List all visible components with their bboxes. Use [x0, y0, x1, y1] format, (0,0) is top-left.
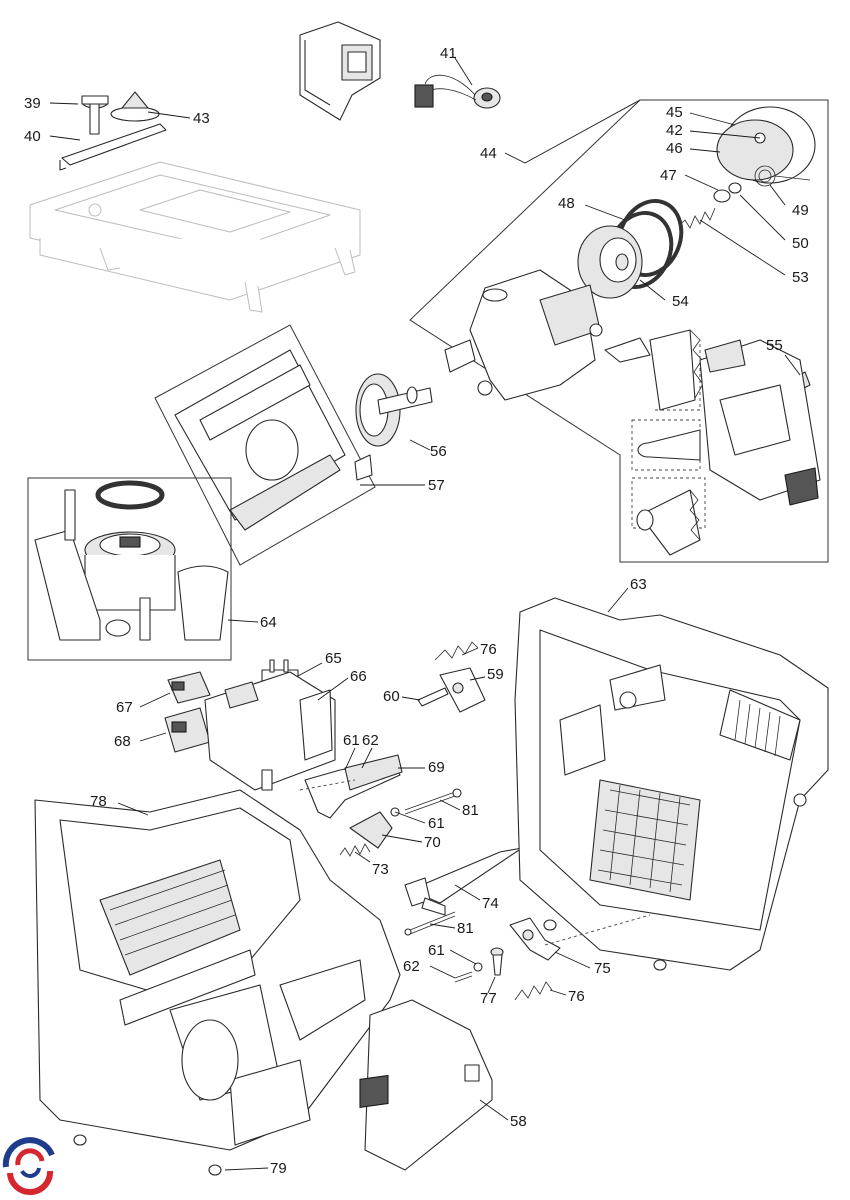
callout-70: 70 — [424, 834, 441, 851]
callout-43: 43 — [193, 110, 210, 127]
part-41-solenoid — [414, 74, 501, 109]
part-56-gear-wheel — [355, 373, 433, 447]
callout-41: 41 — [440, 45, 457, 62]
callout-61-lower: 61 — [428, 942, 445, 959]
callout-67: 67 — [116, 699, 133, 716]
callout-46: 46 — [666, 140, 683, 157]
part-54-piston — [577, 225, 643, 299]
callout-40: 40 — [24, 128, 41, 145]
callout-65: 65 — [325, 650, 342, 667]
callout-76-upper: 76 — [480, 641, 497, 658]
part-63-main-frame — [514, 597, 829, 971]
brand-swirl-logo — [2, 1137, 55, 1196]
callout-78: 78 — [90, 793, 107, 810]
callout-61-middle: 61 — [428, 815, 445, 832]
part-gear-lever — [604, 329, 704, 411]
part-gear-lower — [631, 477, 706, 556]
callout-55: 55 — [766, 337, 783, 354]
callout-49: 49 — [792, 202, 809, 219]
callout-79: 79 — [270, 1160, 287, 1177]
callout-labels: 39 40 41 43 44 45 42 46 47 48 49 50 53 5… — [24, 45, 809, 1177]
callout-50: 50 — [792, 235, 809, 252]
callout-56: 56 — [430, 443, 447, 460]
part-74-slide-plate — [404, 847, 523, 916]
callout-45: 45 — [666, 104, 683, 121]
callout-68: 68 — [114, 733, 131, 750]
box-57-outline — [154, 324, 376, 566]
part-small-bushings — [73, 919, 667, 1176]
callout-53: 53 — [792, 269, 809, 286]
part-81-long-screw-lower — [404, 911, 456, 936]
callout-62-upper: 62 — [362, 732, 379, 749]
part-43-cone-cap — [110, 91, 160, 122]
part-brew-cylinder — [444, 269, 603, 401]
callout-44: 44 — [480, 145, 497, 162]
part-66-switch-housing — [204, 671, 336, 791]
callout-48: 48 — [558, 195, 575, 212]
callout-62-lower: 62 — [403, 958, 420, 975]
part-81-long-screw-upper — [390, 788, 462, 817]
part-64-grinder — [34, 480, 229, 641]
callout-58: 58 — [510, 1113, 527, 1130]
part-70-cap — [349, 811, 393, 849]
part-67-switch — [167, 671, 211, 704]
callout-39: 39 — [24, 95, 41, 112]
callout-66: 66 — [350, 668, 367, 685]
callout-42: 42 — [666, 122, 683, 139]
leader-lines — [49, 57, 801, 1171]
part-57-mount-plate — [174, 349, 373, 531]
part-53-spring — [679, 182, 742, 229]
part-61-62-screw-lower — [454, 962, 483, 983]
callout-54: 54 — [672, 293, 689, 310]
part-valve-bracket — [299, 21, 381, 121]
callout-76-lower: 76 — [568, 988, 585, 1005]
callout-63: 63 — [630, 576, 647, 593]
part-58-side-cover — [359, 999, 493, 1171]
part-49-torsion-spring — [754, 165, 811, 187]
part-39-adjust-knob — [81, 95, 109, 135]
callout-61-upper: 61 — [343, 732, 360, 749]
callout-69: 69 — [428, 759, 445, 776]
part-76-spring-lower — [514, 981, 553, 1001]
part-75-catch — [509, 917, 561, 961]
part-45-46-piston-disc — [716, 106, 816, 184]
callout-77: 77 — [480, 990, 497, 1007]
box-44-outline — [409, 99, 829, 563]
callout-75: 75 — [594, 960, 611, 977]
part-77-pin — [490, 947, 504, 976]
part-68-switch — [164, 707, 211, 753]
drip-tray-outline — [29, 161, 361, 313]
callout-60: 60 — [383, 688, 400, 705]
callout-57: 57 — [428, 477, 445, 494]
part-40-lever-bar — [59, 123, 167, 171]
callout-59: 59 — [487, 666, 504, 683]
callout-73: 73 — [372, 861, 389, 878]
callout-47: 47 — [660, 167, 677, 184]
part-59-60-latch — [417, 667, 486, 713]
part-76-spring-upper — [434, 641, 479, 661]
callout-81-lower: 81 — [457, 920, 474, 937]
part-brew-housing — [631, 339, 821, 506]
part-69-cam-lever — [304, 754, 403, 819]
part-73-spring — [339, 843, 371, 857]
callout-81-upper: 81 — [462, 802, 479, 819]
box-64-outline — [27, 477, 232, 661]
callout-64: 64 — [260, 614, 277, 631]
part-78-left-frame — [34, 789, 401, 1151]
callout-74: 74 — [482, 895, 499, 912]
